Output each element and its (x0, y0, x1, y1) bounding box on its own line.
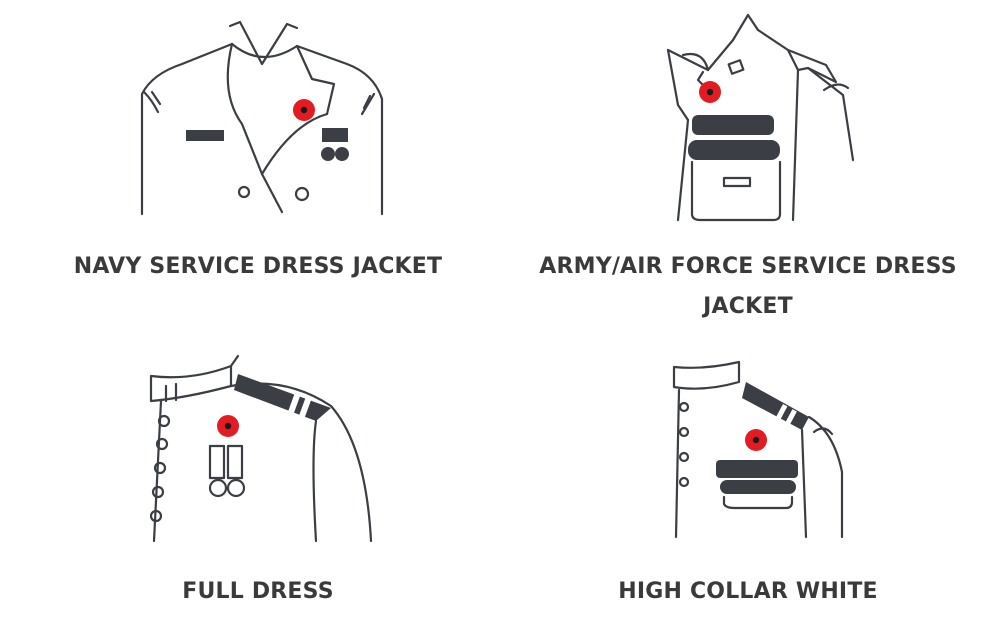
name-tag (186, 130, 224, 141)
medals-icon (716, 460, 798, 510)
army-air-force-service-dress-jacket-illustration (666, 13, 855, 222)
poppy-icon (745, 429, 767, 451)
figure-high-collar-white: HIGH COLLAR WHITE (498, 340, 998, 604)
figure-navy-service-dress: NAVY SERVICE DRESS JACKET (8, 0, 508, 279)
figure-caption: ARMY/AIR FORCE SERVICE DRESS JACKET (539, 254, 957, 319)
full-dress-illustration (149, 354, 373, 543)
figure-army-air-force-service-dress: ARMY/AIR FORCE SERVICE DRESS JACKET (498, 0, 998, 319)
poppy-icon (293, 99, 315, 121)
poppy-icon (699, 81, 721, 103)
poppy-icon (217, 415, 239, 437)
figure-caption: NAVY SERVICE DRESS JACKET (73, 254, 443, 279)
medals-icon (321, 128, 349, 161)
medals-icon (688, 115, 780, 160)
figure-full-dress: FULL DRESS (8, 340, 508, 604)
navy-service-dress-jacket-illustration (140, 20, 384, 216)
figure-caption: HIGH COLLAR WHITE (618, 579, 878, 604)
figure-caption: FULL DRESS (182, 579, 334, 604)
high-collar-white-illustration (672, 360, 844, 539)
medals-icon (208, 444, 246, 498)
